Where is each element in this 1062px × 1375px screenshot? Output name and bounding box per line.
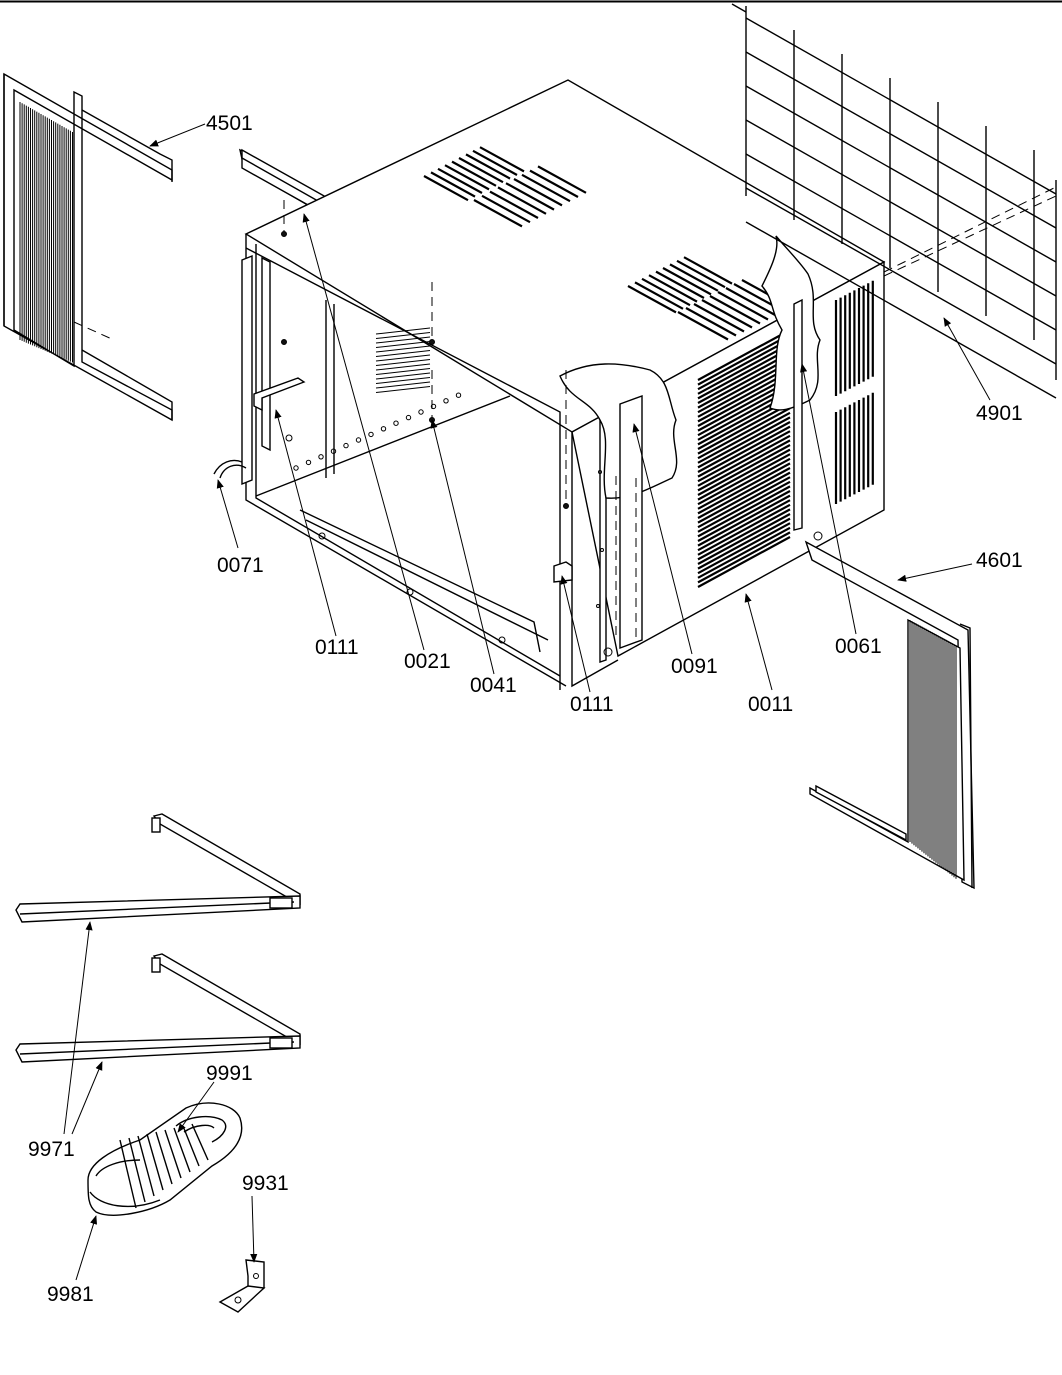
power-cord-coil-part: [87, 1102, 243, 1216]
callout-9971: 9971: [28, 1138, 75, 1161]
callout-0111-left: 0111: [315, 636, 359, 659]
callout-0091: 0091: [671, 655, 718, 678]
cabinet-part: [213, 79, 886, 690]
callout-4601: 4601: [976, 549, 1023, 572]
support-bracket-upper-part: [15, 813, 301, 923]
callout-0111-right: 0111: [570, 693, 614, 716]
leader-lines: [63, 123, 991, 1281]
callout-4901: 4901: [976, 402, 1023, 425]
callout-0021: 0021: [404, 650, 451, 673]
callout-0041: 0041: [470, 674, 517, 697]
callout-0071: 0071: [217, 554, 264, 577]
callout-0011: 0011: [748, 693, 793, 716]
mounting-bracket-part: [218, 1259, 266, 1313]
callout-4501: 4501: [206, 112, 253, 135]
callout-9931: 9931: [242, 1172, 289, 1195]
callout-9981: 9981: [47, 1283, 94, 1306]
rear-wire-grille-part: [731, 3, 1059, 399]
callout-0061: 0061: [835, 635, 882, 658]
callout-9991: 9991: [206, 1062, 253, 1085]
right-side-curtain-part: [804, 540, 975, 890]
support-bracket-lower-part: [15, 953, 301, 1063]
